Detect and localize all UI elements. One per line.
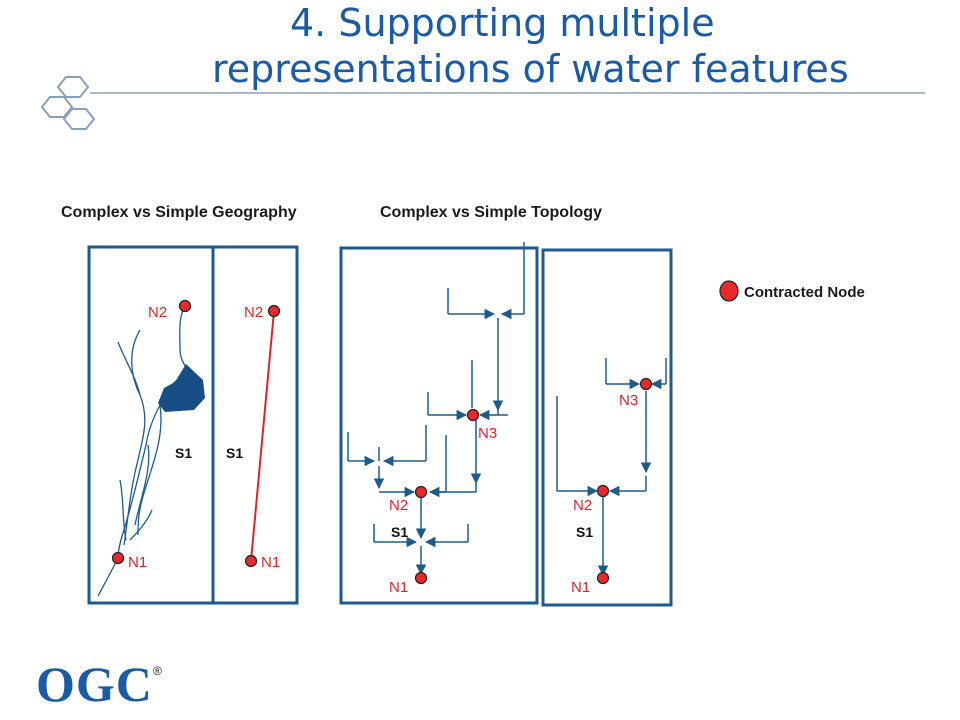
geography-simple-panel	[211, 245, 299, 605]
legend-contracted-node-label: Contracted Node	[744, 284, 865, 301]
topo-simple-node-n1	[596, 571, 610, 585]
topo-simple-node-n3	[639, 377, 653, 391]
complex-topology-network	[347, 242, 525, 576]
geo-complex-node-n2	[178, 299, 192, 313]
geo-complex-node-n1	[111, 551, 125, 565]
topo-simple-label-n1: N1	[571, 579, 590, 596]
topo-complex-label-n2: N2	[389, 497, 408, 514]
topo-simple-label-n3: N3	[619, 392, 638, 409]
ogc-logo: OGC	[36, 656, 153, 712]
topo-complex-label-s1: S1	[391, 524, 408, 540]
lake-shape	[158, 364, 205, 412]
caption-geography: Complex vs Simple Geography	[61, 204, 297, 221]
topo-simple-label-s1: S1	[576, 524, 593, 540]
topo-complex-node-n1	[414, 571, 428, 585]
slide-title-line2: representations of water features	[212, 47, 849, 91]
legend-contracted-node-icon	[719, 280, 739, 302]
geo-simple-node-n2	[267, 304, 281, 318]
topo-complex-node-n2	[414, 485, 428, 499]
geo-complex-label-s1: S1	[175, 445, 192, 461]
slide-title-line1: 4. Supporting multiple	[290, 1, 715, 45]
topo-complex-label-n1: N1	[389, 579, 408, 596]
topology-simple-panel	[541, 248, 673, 607]
simple-segment-s1	[250, 310, 275, 562]
topo-simple-node-n2	[596, 484, 610, 498]
topo-complex-node-n3	[466, 408, 480, 422]
simple-topology-network	[556, 358, 667, 577]
caption-topology: Complex vs Simple Topology	[380, 204, 602, 221]
geo-simple-label-s1: S1	[226, 445, 243, 461]
geo-complex-label-n2: N2	[148, 304, 167, 321]
topo-simple-label-n2: N2	[573, 497, 592, 514]
geo-simple-label-n1: N1	[261, 554, 280, 571]
geo-simple-label-n2: N2	[244, 304, 263, 321]
topo-complex-label-n3: N3	[478, 425, 497, 442]
geo-complex-label-n1: N1	[128, 554, 147, 571]
topology-complex-panel	[339, 246, 539, 605]
geo-simple-node-n1	[244, 554, 258, 568]
hexagon-logo-icon	[40, 76, 96, 130]
registered-mark: ®	[153, 664, 162, 678]
